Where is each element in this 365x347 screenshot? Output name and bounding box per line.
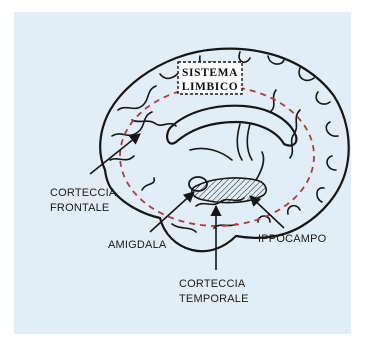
label-corteccia-temporale-2: TEMPORALE xyxy=(179,293,249,305)
label-corteccia-temporale-1: CORTECCIA xyxy=(179,278,246,290)
arrow-ippocampo xyxy=(250,196,284,228)
arrow-amigdala xyxy=(150,192,194,232)
hippocampus-tail xyxy=(256,152,264,180)
label-corteccia-frontale-1: CORTECCIA xyxy=(50,187,117,199)
limbic-label-line1: SISTEMA xyxy=(182,67,238,79)
limbic-label-box: SISTEMA LIMBICO xyxy=(178,62,242,94)
limbic-label-line2: LIMBICO xyxy=(182,81,239,93)
corpus-callosum xyxy=(167,106,296,160)
arrow-corteccia-frontale xyxy=(90,134,140,174)
label-ippocampo: IPPOCAMPO xyxy=(258,233,327,245)
label-corteccia-frontale-2: FRONTALE xyxy=(50,202,109,214)
label-amigdala: AMIGDALA xyxy=(108,239,167,251)
